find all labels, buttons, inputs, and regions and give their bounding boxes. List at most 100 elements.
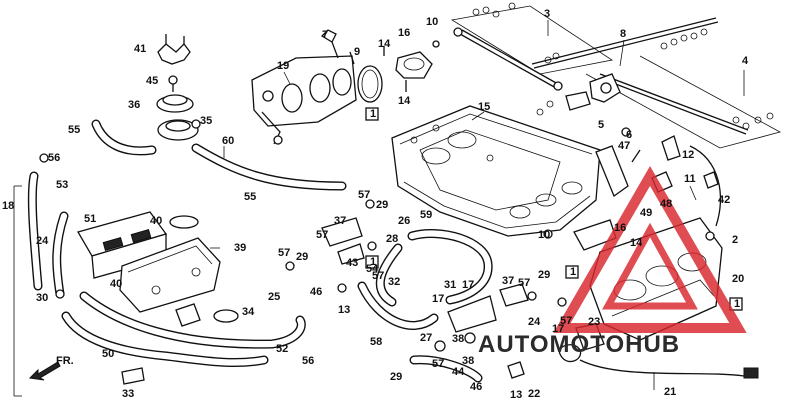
callout: 16 (398, 27, 410, 39)
linkage-rods (450, 2, 782, 149)
callout: 5 (598, 119, 604, 131)
callout: 28 (386, 233, 398, 245)
callout: 30 (36, 292, 48, 304)
callout: 53 (56, 179, 68, 191)
callout: 38 (452, 333, 464, 345)
callout: 11 (684, 173, 696, 185)
callout: 19 (277, 60, 289, 72)
callout: 4 (742, 55, 749, 67)
callout: 8 (620, 28, 626, 40)
callout: 54 (366, 263, 379, 275)
callout: 55 (68, 124, 80, 136)
callout: 57 (278, 247, 290, 259)
callout: 50 (102, 348, 114, 360)
direction-label: FR. (56, 355, 74, 367)
throttle-body (251, 29, 357, 145)
callout: 25 (268, 291, 280, 303)
callout: 29 (296, 251, 308, 263)
callout: 45 (146, 75, 158, 87)
fuel-cap (383, 40, 440, 92)
callout: 37 (502, 275, 514, 287)
callout: 39 (234, 242, 246, 254)
callout: 1 (370, 256, 376, 268)
watermark-text: AUTOMOTOHUB (478, 331, 680, 358)
fittings (39, 127, 759, 385)
callout: 52 (276, 343, 288, 355)
callout: 29 (376, 199, 388, 211)
callout: 14 (630, 237, 643, 249)
callout: 1 (570, 266, 576, 278)
callout: 20 (732, 273, 744, 285)
callout: 55 (244, 191, 256, 203)
fuel-pump-bracket (156, 34, 201, 141)
callout: 17 (462, 279, 474, 291)
callout: 7 (322, 29, 328, 41)
callout: 42 (718, 194, 730, 206)
leader-lines (13, 20, 745, 397)
callout: 57 (518, 277, 530, 289)
callout: 38 (462, 355, 474, 367)
hoses (27, 119, 493, 383)
callout: 17 (552, 323, 564, 335)
callout: 51 (84, 213, 96, 225)
callout: 58 (370, 336, 382, 348)
callout: 17 (432, 293, 444, 305)
callout: 57 (372, 270, 384, 282)
callout: 40 (150, 215, 162, 227)
callout: 9 (354, 46, 360, 58)
callout: 22 (528, 388, 540, 400)
callout: 56 (302, 355, 314, 367)
callout: 15 (478, 101, 490, 113)
callout: 1 (734, 298, 740, 310)
callout: 56 (48, 152, 60, 164)
callout: 29 (390, 371, 402, 383)
callout: 32 (388, 276, 400, 288)
sensor-harness (631, 135, 722, 241)
callout: 3 (544, 8, 550, 20)
callout: 46 (470, 381, 482, 393)
callout: 46 (310, 286, 322, 298)
watermark-logo (553, 166, 747, 333)
callout: 29 (538, 269, 550, 281)
callout: 1 (370, 108, 376, 120)
callout: 59 (420, 209, 432, 221)
callout: 57 (358, 189, 370, 201)
callout: 41 (134, 43, 146, 55)
callout: 44 (452, 366, 465, 378)
callout: 35 (200, 115, 212, 127)
callout: 18 (2, 200, 14, 212)
callout: 10 (426, 16, 438, 28)
callout: 27 (420, 332, 432, 344)
callout: 14 (398, 95, 411, 107)
callout: 2 (732, 234, 738, 246)
callout-labels: 1 1 1 1 2 3 4 5 6 7 8 9 10 10 11 12 13 1… (2, 8, 749, 401)
callout: 12 (682, 149, 694, 161)
callout: 16 (614, 222, 626, 234)
callout: 21 (664, 386, 676, 398)
callout: 34 (242, 306, 255, 318)
callout: 10 (538, 229, 550, 241)
intake-plenum (391, 105, 601, 237)
callout: 37 (334, 215, 346, 227)
callout: 14 (378, 38, 391, 50)
idle-control-assembly (77, 211, 239, 327)
callout: 24 (528, 316, 541, 328)
callout: 24 (36, 235, 49, 247)
callout: 48 (660, 198, 672, 210)
callout: 57 (432, 358, 444, 370)
callout: 40 (110, 278, 122, 290)
callout: 49 (640, 207, 652, 219)
front-arrow-icon (28, 361, 61, 381)
callout: 36 (128, 99, 140, 111)
callout: 57 (560, 315, 572, 327)
callout: 33 (122, 388, 134, 400)
callout: 31 (444, 279, 456, 291)
callout: 57 (316, 229, 328, 241)
callout: 43 (346, 257, 358, 269)
callout: 23 (588, 316, 600, 328)
reference-boxes (365, 107, 743, 311)
callout: 6 (626, 129, 632, 141)
callout: 13 (510, 389, 522, 401)
